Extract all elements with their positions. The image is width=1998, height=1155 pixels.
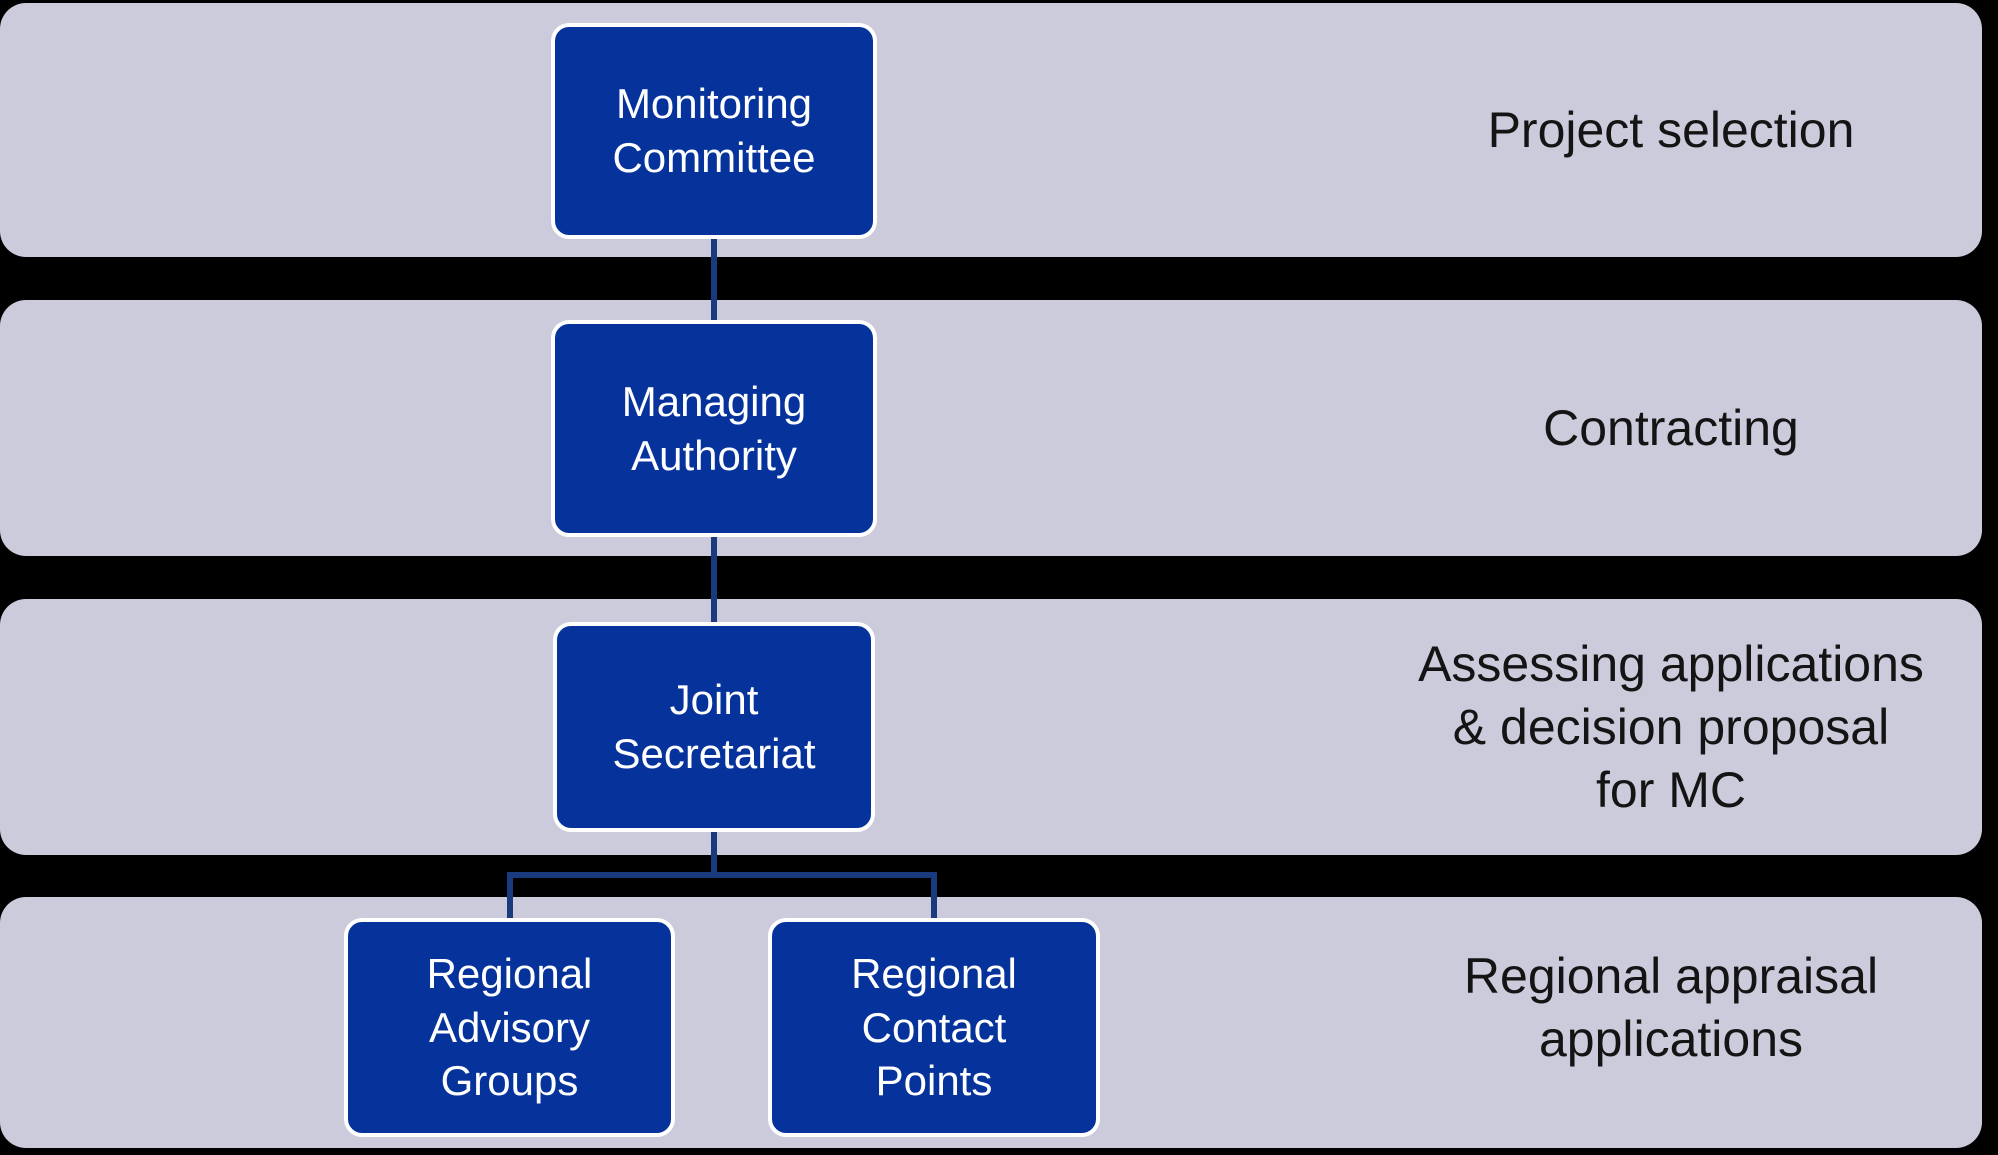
node-label: Monitoring Committee	[612, 80, 816, 181]
node-joint-secretariat: Joint Secretariat	[553, 622, 875, 832]
connector-managing-to-joint	[711, 535, 717, 624]
node-regional-contact-points: Regional Contact Points	[768, 918, 1100, 1137]
node-monitoring-committee: Monitoring Committee	[551, 23, 877, 239]
band-project-selection	[0, 3, 1982, 257]
node-managing-authority: Managing Authority	[551, 320, 877, 537]
band-contracting	[0, 300, 1982, 556]
node-label: Managing Authority	[621, 377, 807, 479]
band-assessing-applications	[0, 599, 1982, 855]
band-label-regional-appraisal: Regional appraisal applications	[1463, 947, 1879, 1067]
node-label: Regional Advisory Groups	[426, 949, 593, 1105]
connector-split-to-advisory	[507, 872, 513, 920]
connector-split-to-contact	[931, 872, 937, 920]
node-regional-advisory-groups: Regional Advisory Groups	[344, 918, 675, 1137]
band-label-assessing-applications: Assessing applications & decision propos…	[1418, 635, 1924, 818]
node-label: Regional Contact Points	[851, 949, 1017, 1105]
node-label: Joint Secretariat	[612, 676, 816, 777]
band-label-project-selection: Project selection	[1487, 101, 1855, 158]
connector-horizontal-split	[507, 872, 937, 878]
connector-monitoring-to-managing	[711, 238, 717, 322]
band-label-contracting: Contracting	[1543, 399, 1799, 456]
connector-joint-to-split	[711, 830, 717, 876]
